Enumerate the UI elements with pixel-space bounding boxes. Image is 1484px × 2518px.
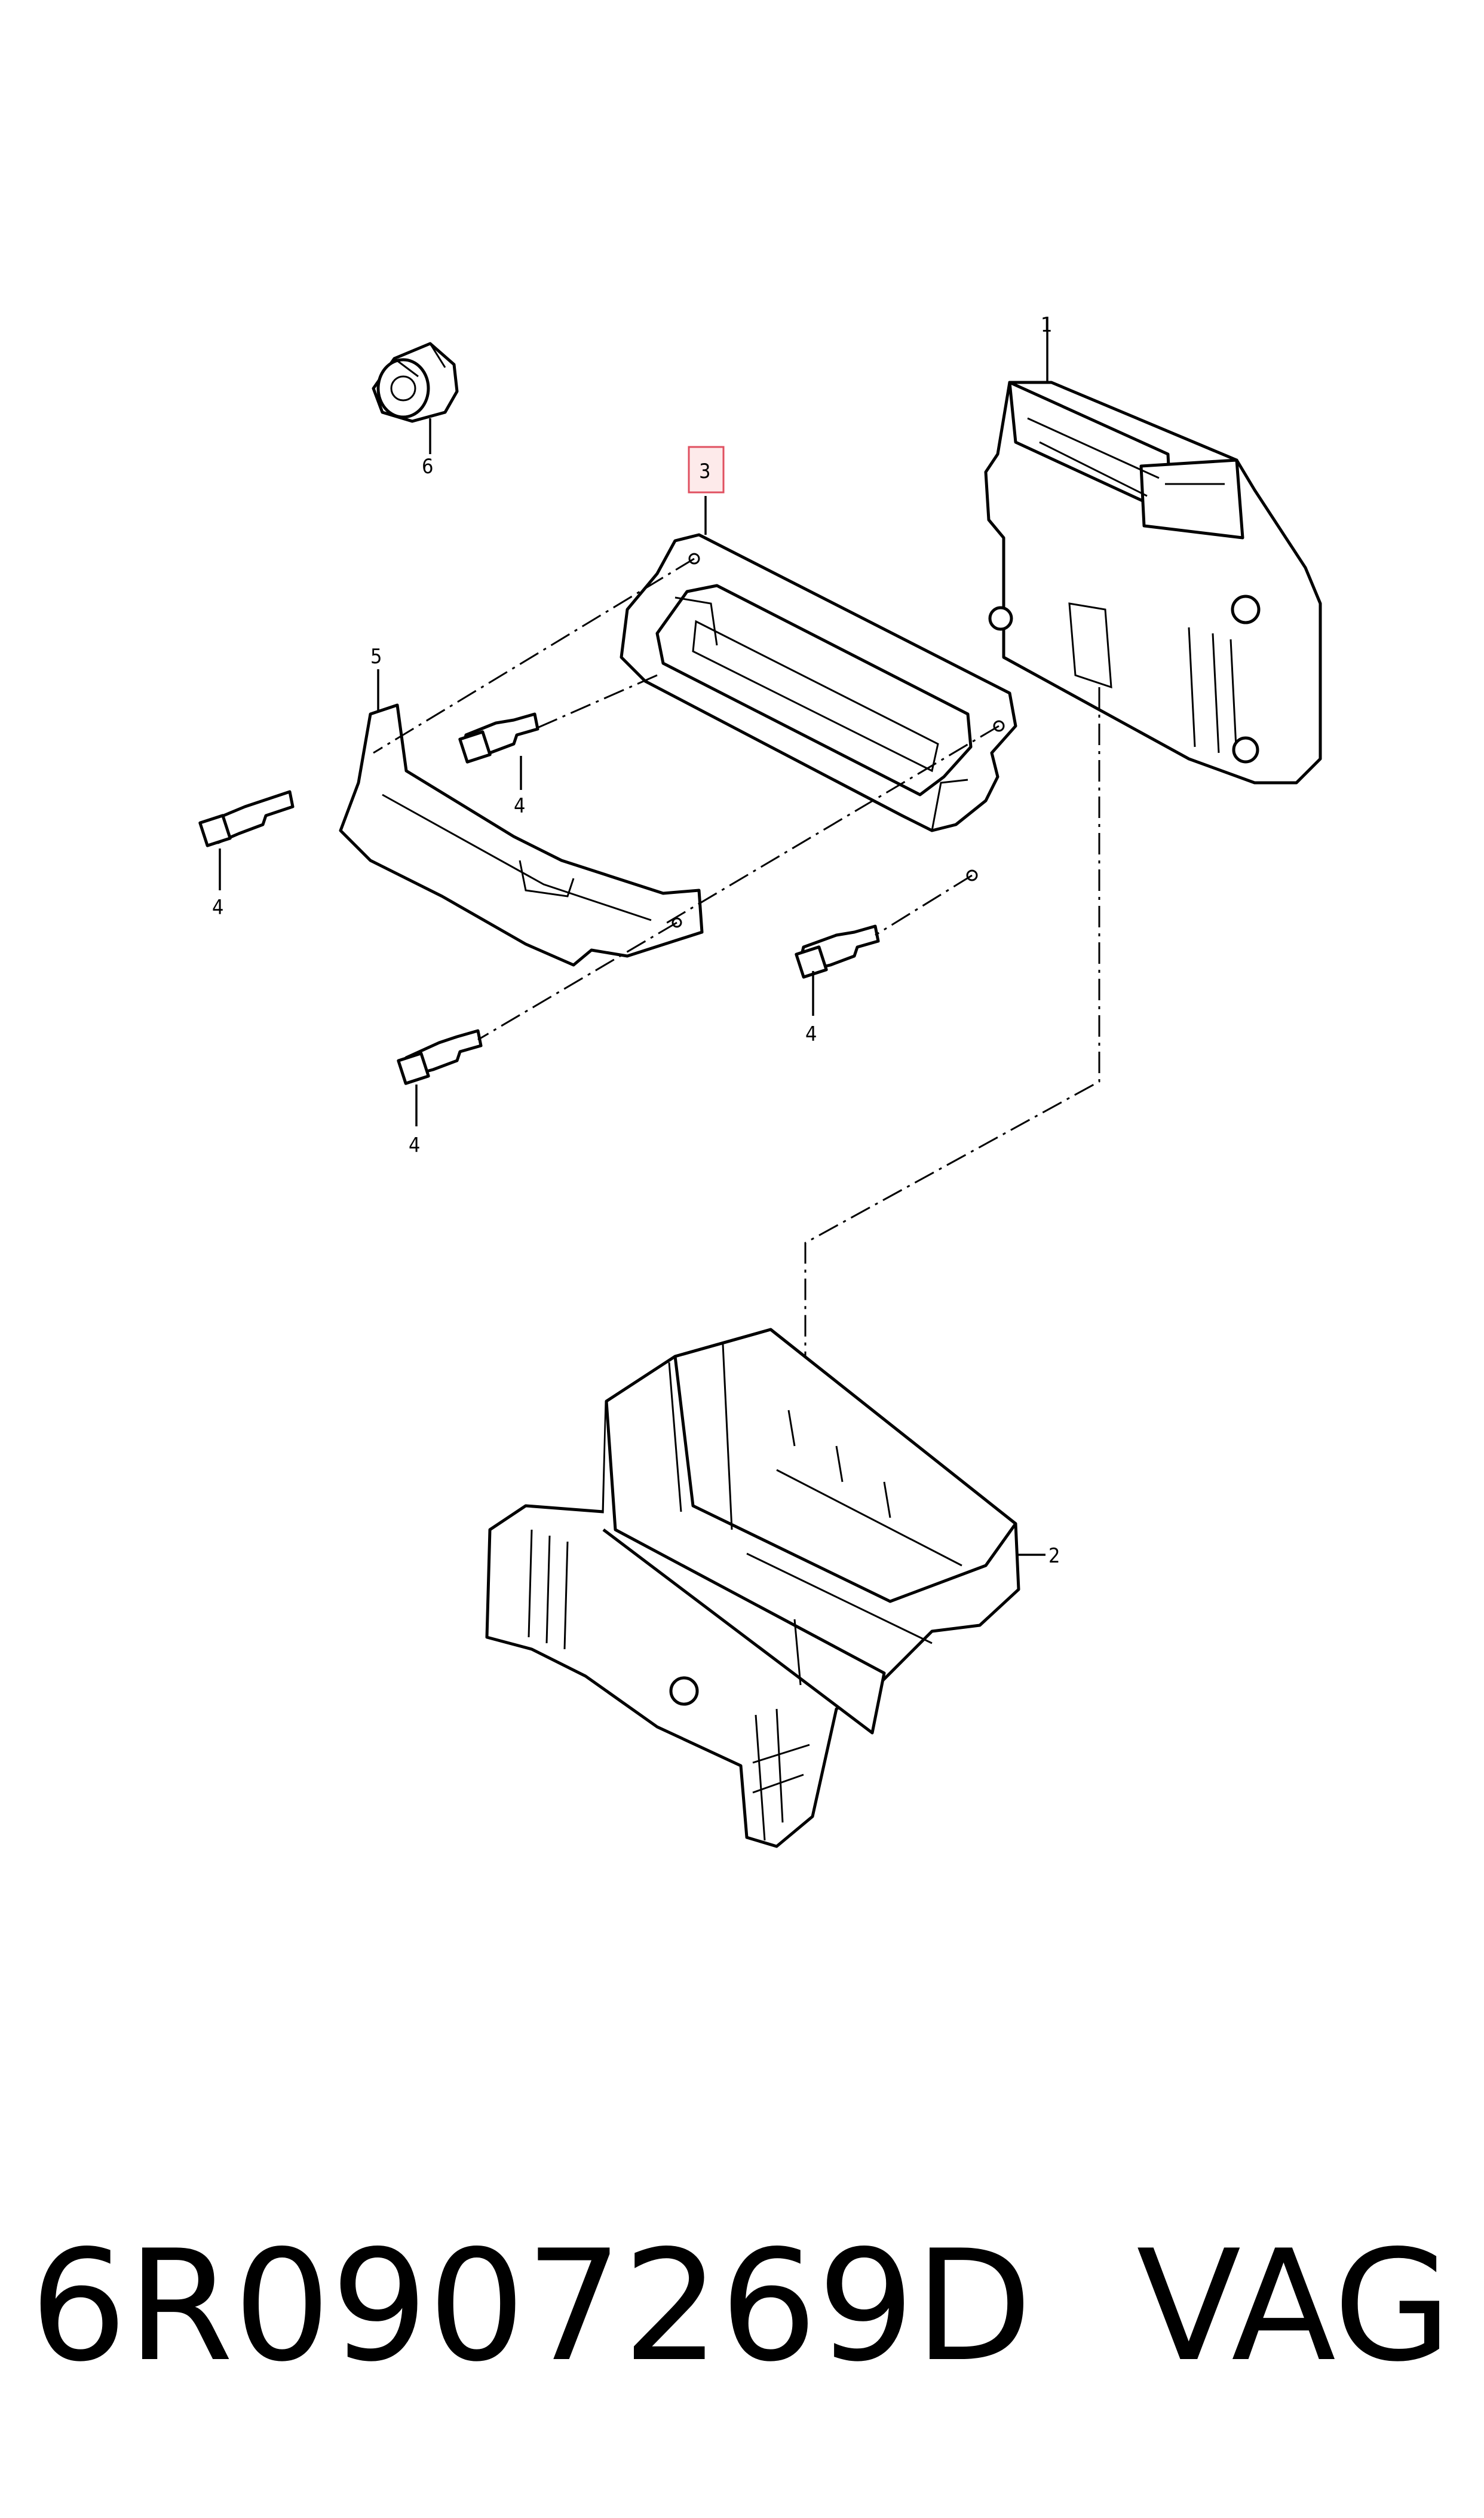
part-3-bracket-frame <box>620 496 1017 881</box>
callout-part-4b[interactable]: 4 <box>514 794 525 818</box>
part-4-bolt-d <box>397 1029 483 1126</box>
callout-part-6[interactable]: 6 <box>422 455 433 479</box>
callout-part-1[interactable]: 1 <box>1041 313 1052 337</box>
callout-part-4a[interactable]: 4 <box>212 896 223 920</box>
part-number: 6R0907269D <box>30 2217 1032 2396</box>
footer: 6R0907269D VAG <box>30 2229 1452 2384</box>
callout-part-2[interactable]: 2 <box>1048 1544 1060 1568</box>
brand-label: VAG <box>1136 2217 1452 2396</box>
part-6-connector-plug <box>372 342 459 454</box>
part-1-control-unit <box>984 317 1322 785</box>
part-4-bolt-a <box>198 790 295 890</box>
callout-part-5[interactable]: 5 <box>370 645 382 669</box>
part-4-bolt-b <box>458 712 539 790</box>
callout-part-4d[interactable]: 4 <box>409 1134 420 1157</box>
part-2-housing <box>485 1328 1045 1848</box>
callout-part-3[interactable]: 3 <box>699 460 710 483</box>
highlight-box-part-3 <box>688 446 725 494</box>
part-4-bolt-c <box>795 924 880 1016</box>
callout-part-4c[interactable]: 4 <box>805 1022 817 1046</box>
part-5-mounting-strip <box>339 669 704 967</box>
assembly-lines <box>373 557 1100 1386</box>
